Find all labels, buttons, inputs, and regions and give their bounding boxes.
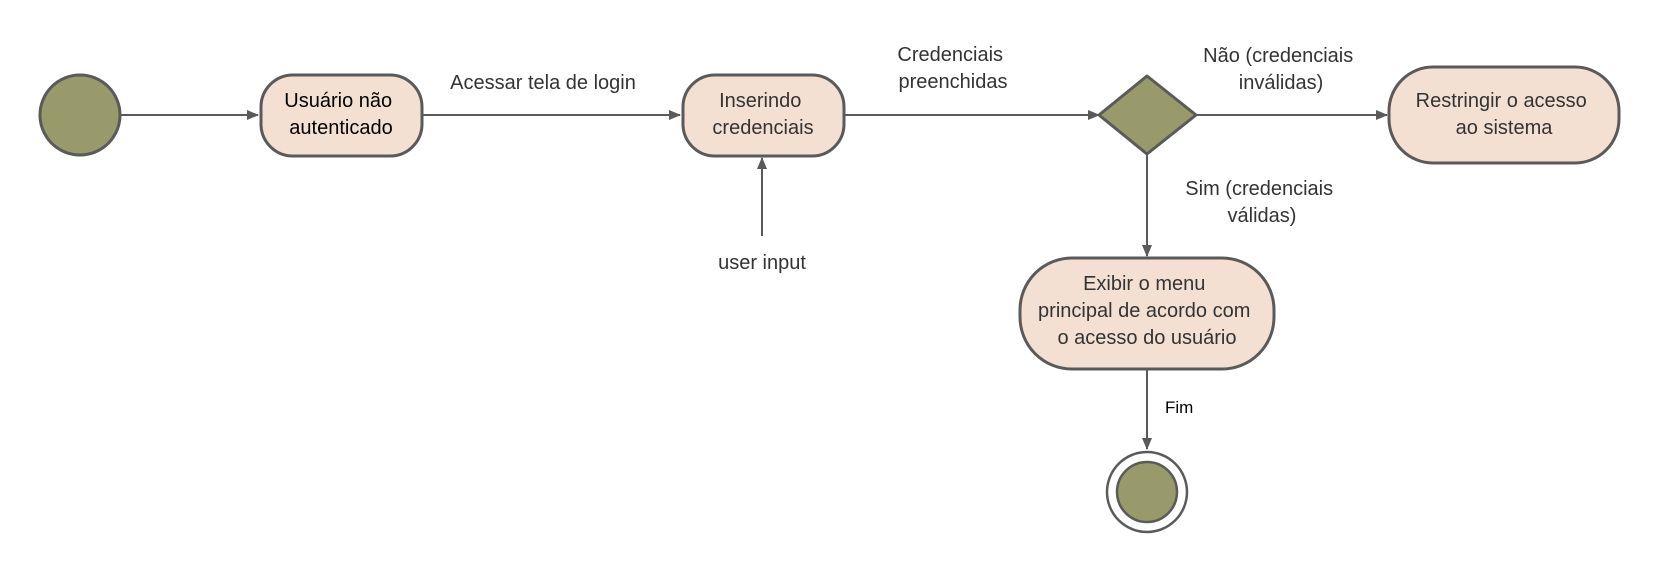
state-entering-credentials-label: Inserindo credenciais [712, 90, 813, 139]
decision-node [1097, 74, 1198, 156]
state-show-menu [1018, 256, 1276, 371]
edge-label-user-input: user input [718, 252, 806, 274]
state-entering-credentials [681, 73, 846, 158]
edge-label-end: Fim [1165, 398, 1193, 417]
state-unauthenticated [259, 73, 424, 158]
state-unauthenticated-label: Usuário não autenticado [284, 90, 397, 139]
state-show-menu-label: Exibir o menu principal de acordo com o … [1038, 273, 1256, 349]
state-restrict-access-label: Restringir o acesso ao sistema [1416, 90, 1593, 139]
final-node [1115, 460, 1179, 524]
edge-label-invalid: Não (credenciais inválidas) [1203, 45, 1359, 94]
edge-label-access-login: Acessar tela de login [450, 72, 636, 94]
edge-label-valid: Sim (credenciais válidas) [1185, 178, 1338, 227]
edge-label-filled-credentials: Credenciais preenchidas [897, 44, 1008, 93]
initial-node [38, 73, 122, 157]
state-restrict-access [1387, 65, 1621, 165]
